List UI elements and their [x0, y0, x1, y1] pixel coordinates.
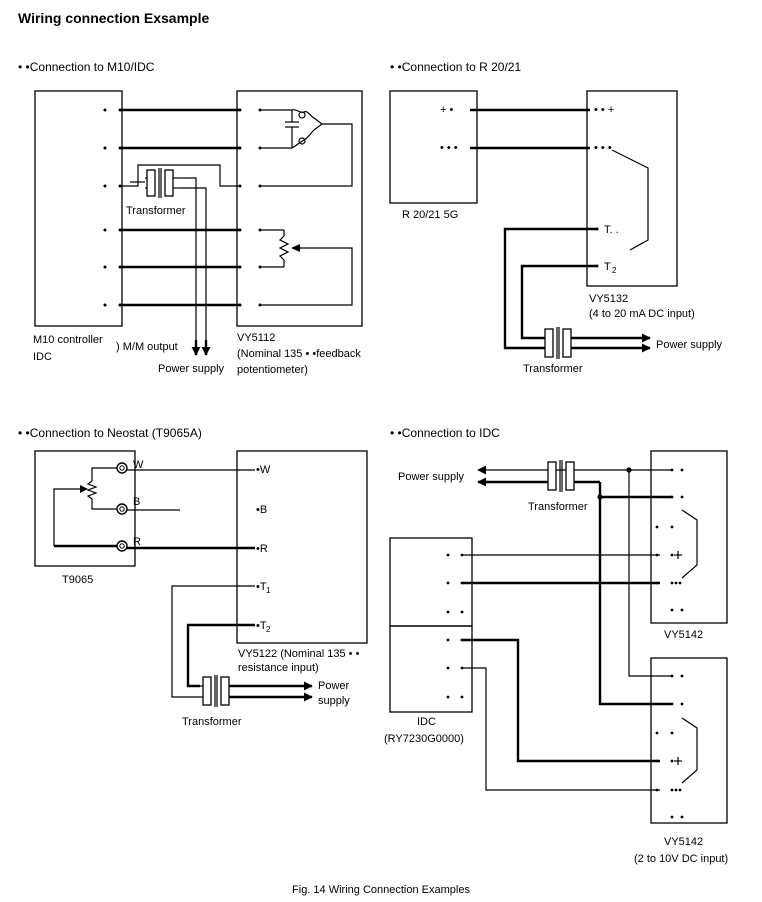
- m10-power-supply-label: Power supply: [158, 363, 225, 375]
- t9065-term-r: R: [133, 536, 141, 548]
- idc-wires: [462, 465, 698, 791]
- neostat-power-label-line1: Power: [318, 680, 350, 692]
- figure-caption: Fig. 14 Wiring Connection Examples: [292, 884, 470, 896]
- section-heading-r2021: • •Connection to R 20/21: [390, 60, 522, 74]
- idc-controller-label-line1: IDC: [417, 716, 436, 728]
- r2021-wires: [470, 108, 651, 353]
- vy5142-b-label-line1: VY5142: [664, 836, 703, 848]
- diagram-m10: M10 controller IDC ) M/M output Transfor…: [33, 90, 363, 376]
- r2021-controller-box: [389, 90, 478, 204]
- vy5142-a-box: [650, 450, 728, 624]
- t9065-terminals: [116, 462, 128, 552]
- t9065-label: T9065: [62, 574, 93, 586]
- vy5132-motor-box: [586, 90, 678, 287]
- vy5122-term-r: •R: [256, 543, 268, 555]
- vy5142-a-label: VY5142: [664, 629, 703, 641]
- vy5122-term-t2-sub: 2: [266, 625, 271, 634]
- t9065-term-b: B: [133, 496, 140, 508]
- vy5112-motor-box: [236, 90, 363, 327]
- vy5132-term-t2-sub: 2: [612, 266, 617, 275]
- diagram-neostat: W B R •W •B •R •: [34, 450, 368, 728]
- t9065-term-w: W: [133, 459, 144, 471]
- m10-controller-box: [34, 90, 123, 327]
- vy5132-term-dots: • • •: [594, 142, 612, 154]
- vy5122-term-t1: •T: [256, 581, 267, 593]
- r2021-term-dots: • • •: [440, 142, 458, 154]
- vy5132-term-t2: T: [604, 261, 611, 273]
- m10-transformer-symbol: [145, 168, 180, 198]
- vy5112-label-line1: VY5112: [237, 332, 275, 344]
- t9065-box: [34, 450, 136, 567]
- r2021-transformer-symbol: [544, 327, 572, 359]
- vy5122-label-line2: resistance input): [238, 662, 319, 674]
- m10-controller-label-line2: IDC: [33, 351, 52, 363]
- m10-controller-label-line1: M10 controller: [33, 334, 103, 346]
- m10-transformer-label: Transformer: [126, 205, 186, 217]
- r2021-controller-label: R 20/21 5G: [402, 209, 458, 221]
- vy5142-b-box: [650, 657, 728, 824]
- vy5122-term-t2: •T: [256, 620, 267, 632]
- idc-transformer-label: Transformer: [528, 501, 588, 513]
- vy5122-label-line1: VY5122 (Nominal 135 • •: [238, 648, 360, 660]
- vy5112-label-line2: (Nominal 135 • •feedback: [237, 348, 361, 360]
- vy5122-term-w: •W: [256, 464, 271, 476]
- r2021-transformer-label: Transformer: [523, 363, 583, 375]
- vy5142-b-label-line2: (2 to 10V DC input): [634, 853, 728, 865]
- vy5142-terminal-marks: [674, 551, 682, 792]
- neostat-wires: [127, 469, 313, 702]
- vy5112-label-line3: potentiometer): [237, 364, 308, 376]
- vy5132-term-t1: T. .: [604, 224, 619, 236]
- t9065-internal-potentiometer: [53, 467, 122, 548]
- vy5132-term-plus: • • +: [594, 104, 614, 116]
- vy5132-label-line2: (4 to 20 mA DC input): [589, 308, 695, 320]
- m10-wires: [120, 108, 240, 356]
- section-heading-idc: • •Connection to IDC: [390, 426, 500, 440]
- neostat-transformer-symbol: [200, 675, 230, 707]
- diagram-idc: Power supply Transformer VY5142 IDC (RY7…: [384, 450, 728, 865]
- idc-controller-box-lower: [389, 625, 473, 713]
- neostat-transformer-label: Transformer: [182, 716, 242, 728]
- vy5112-internal-motor-circuit: [260, 108, 353, 187]
- vy5122-term-t1-sub: 1: [266, 586, 271, 595]
- idc-power-supply-label: Power supply: [398, 471, 465, 483]
- r2021-power-supply-label: Power supply: [656, 339, 723, 351]
- idc-terminal-dots: [446, 468, 684, 819]
- m10-mm-output-label: ) M/M output: [116, 341, 178, 353]
- idc-controller-label-line2: (RY7230G0000): [384, 733, 464, 745]
- idc-controller-box-upper: [389, 537, 473, 627]
- r2021-term-plus: + •: [440, 104, 453, 116]
- section-heading-m10: • •Connection to M10/IDC: [18, 60, 155, 74]
- vy5112-feedback-potentiometer: [260, 229, 353, 306]
- diagram-r2021: + • • • • • • + • • • T. . T 2: [389, 90, 723, 375]
- page-title: Wiring connection Exsample: [18, 10, 210, 26]
- neostat-power-label-line2: supply: [318, 695, 350, 707]
- idc-transformer-symbol: [547, 460, 575, 492]
- section-heading-neostat: • •Connection to Neostat (T9065A): [18, 426, 202, 440]
- vy5132-label-line1: VY5132: [589, 293, 628, 305]
- vy5122-term-b: •B: [256, 504, 267, 516]
